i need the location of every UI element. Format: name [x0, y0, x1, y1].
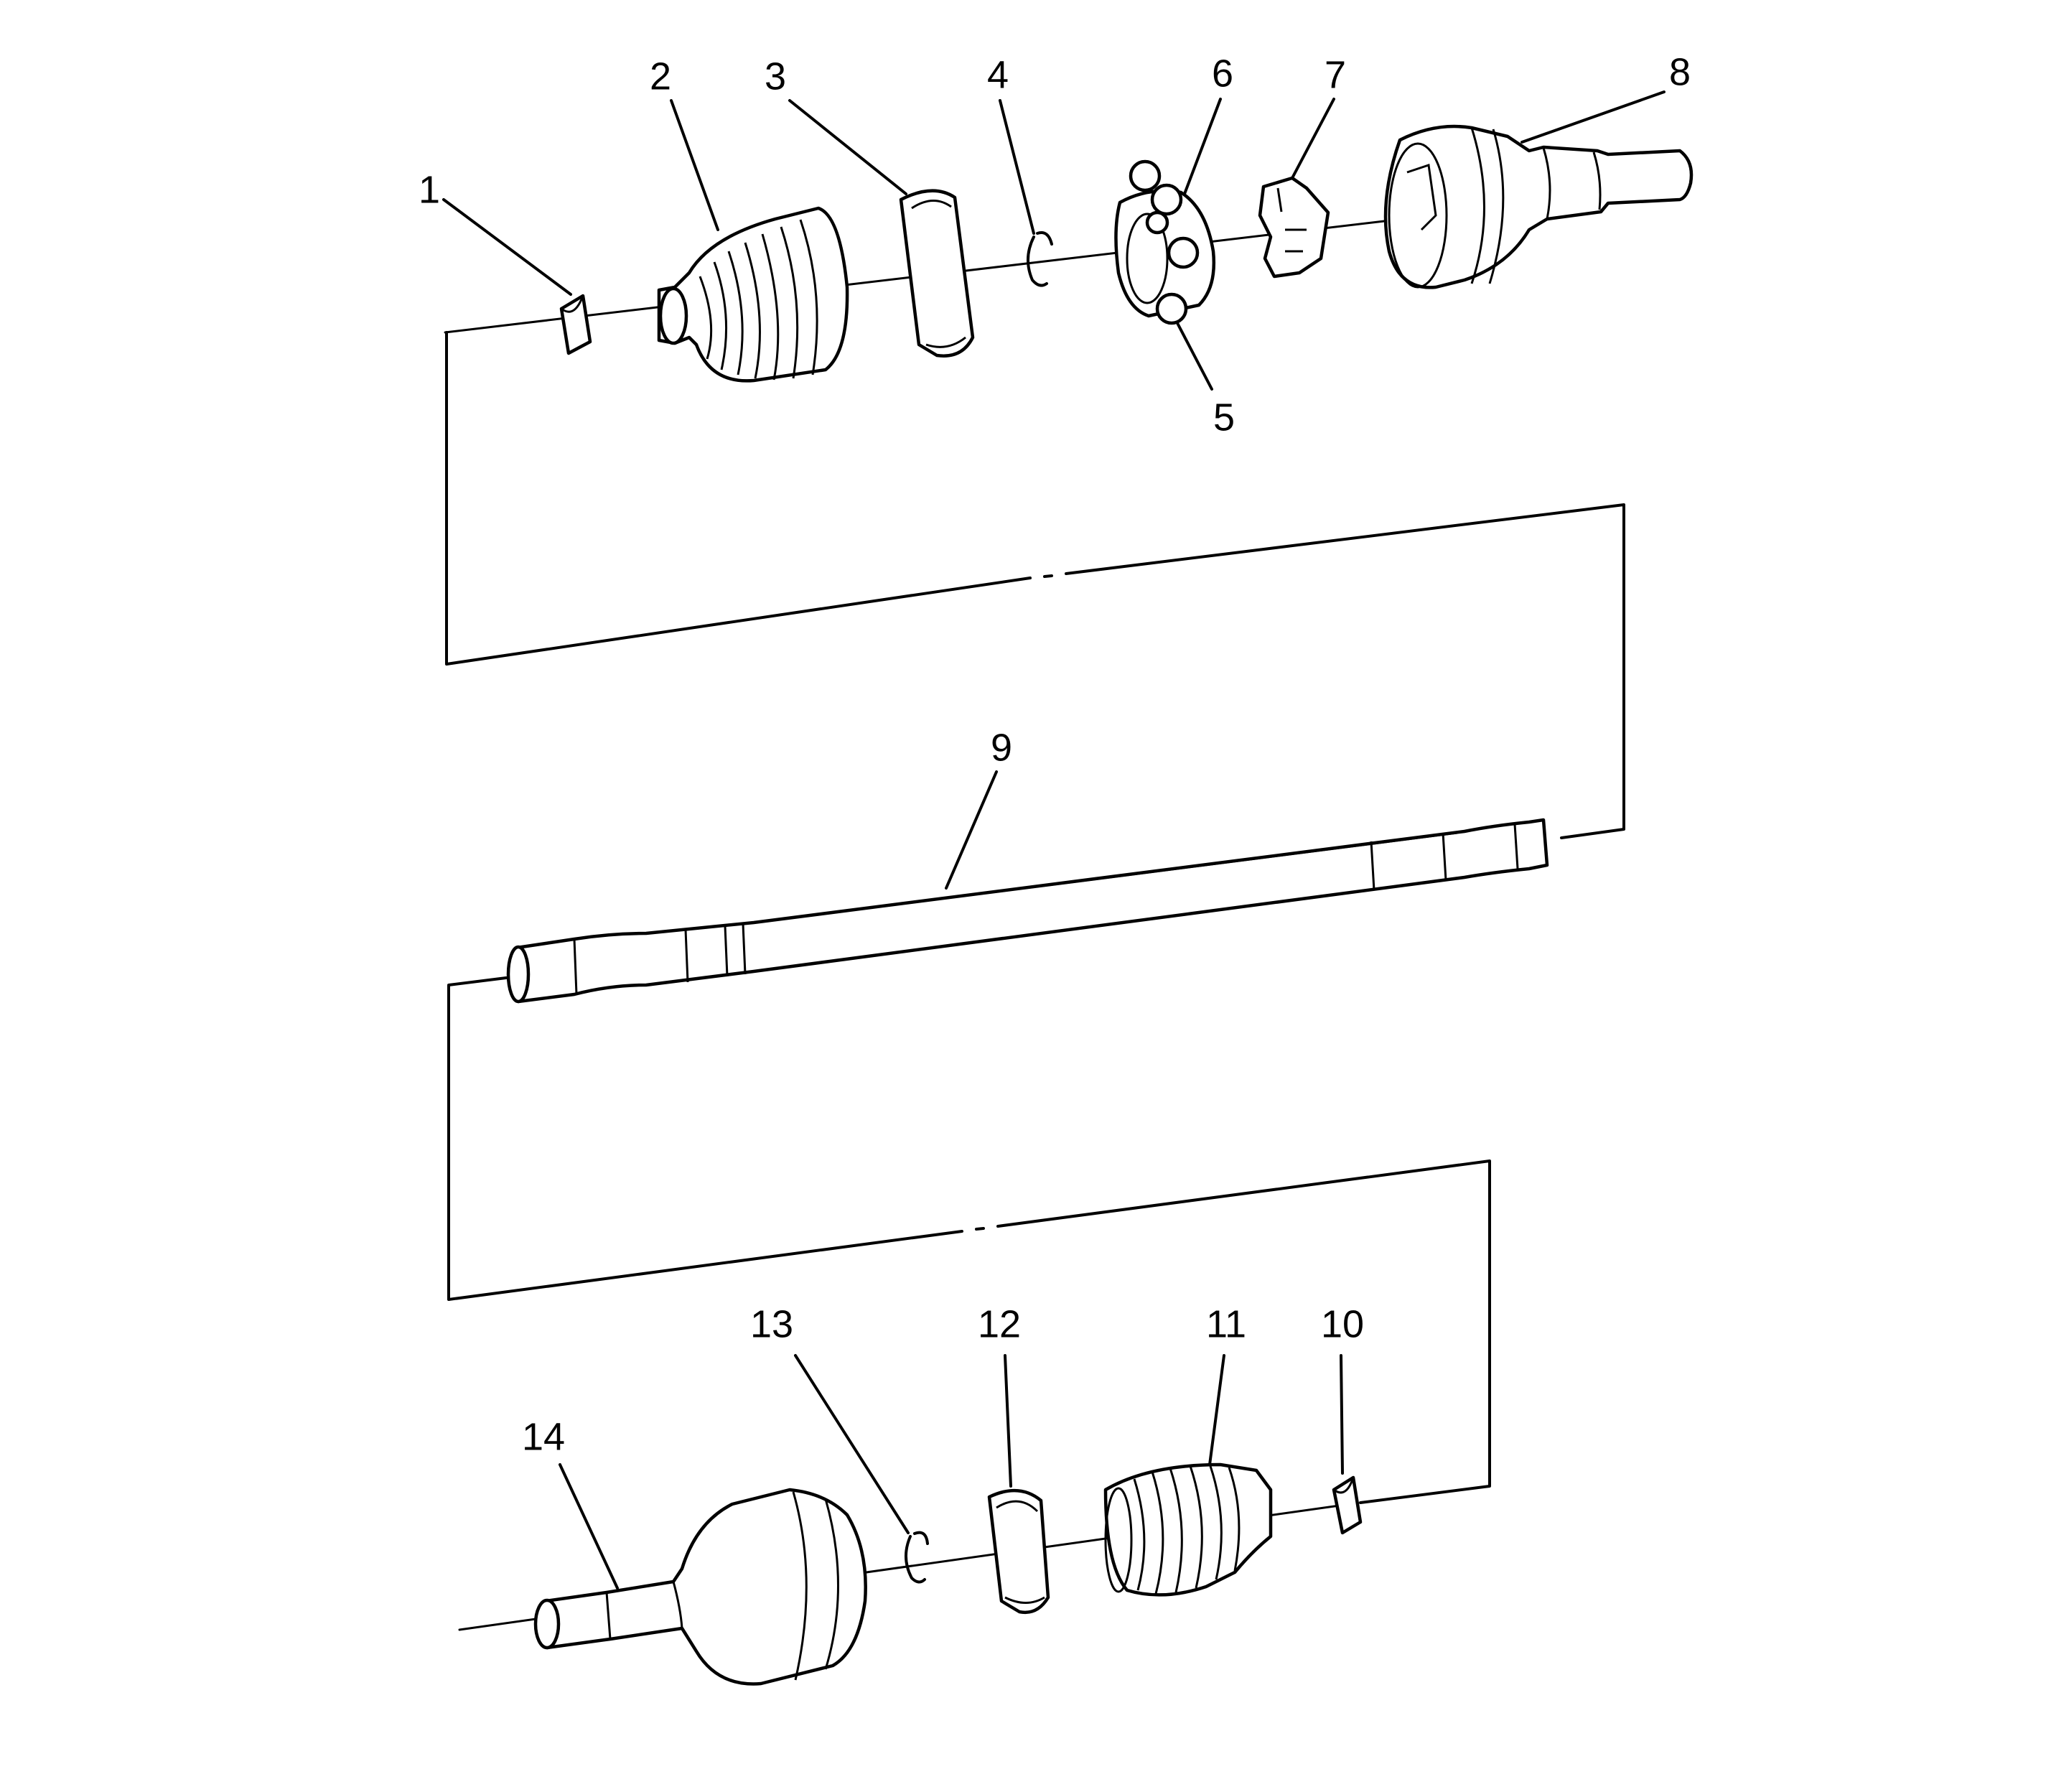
callout-labels: 1 2 3 4 5 6 7 8 9 10 11 12 13 14 — [419, 50, 1691, 1458]
leader-12 — [1004, 1354, 1012, 1488]
leader-3 — [788, 99, 907, 195]
leader-5 — [1176, 322, 1213, 391]
part-6-cage — [1114, 159, 1216, 318]
part-7-inner-race — [1258, 176, 1330, 279]
part-8-housing — [1383, 124, 1694, 289]
callout-6: 6 — [1212, 52, 1233, 95]
part-5-ball — [1155, 292, 1188, 325]
part-2-boot — [657, 206, 849, 383]
callout-14: 14 — [522, 1415, 565, 1458]
leader-10 — [1340, 1354, 1344, 1475]
leader-9 — [945, 770, 998, 890]
leader-7 — [1291, 98, 1335, 179]
leader-6 — [1183, 98, 1222, 195]
leader-14 — [559, 1463, 619, 1590]
callout-1: 1 — [419, 168, 440, 211]
callout-11: 11 — [1206, 1302, 1246, 1345]
connector-frame-upper — [445, 331, 1625, 839]
part-1-clamp — [559, 294, 592, 355]
callout-9: 9 — [991, 726, 1012, 769]
callout-3: 3 — [765, 55, 786, 98]
callout-5: 5 — [1213, 396, 1235, 439]
leader-8 — [1521, 90, 1666, 144]
part-4-snap-ring — [1026, 231, 1053, 287]
leader-1 — [442, 198, 572, 296]
callout-13: 13 — [750, 1302, 793, 1345]
callout-4: 4 — [987, 53, 1009, 96]
callout-8: 8 — [1669, 50, 1691, 93]
leader-4 — [999, 99, 1035, 235]
leader-lines — [442, 90, 1666, 1590]
part-11-boot — [1103, 1462, 1273, 1597]
part-14-outer-joint — [533, 1488, 867, 1686]
leader-2 — [670, 99, 719, 231]
callout-2: 2 — [650, 55, 671, 98]
part-3-clamp — [899, 189, 975, 358]
callout-10: 10 — [1321, 1302, 1364, 1345]
connector-frame-lower — [447, 976, 1491, 1504]
callout-7: 7 — [1325, 53, 1346, 96]
part-10-clamp — [1332, 1475, 1363, 1535]
part-13-snap-ring — [905, 1531, 929, 1584]
callout-12: 12 — [978, 1302, 1021, 1345]
part-12-clamp — [987, 1488, 1050, 1615]
part-9-shaft — [506, 818, 1549, 1004]
leader-13 — [794, 1354, 910, 1534]
leader-11 — [1208, 1354, 1225, 1466]
